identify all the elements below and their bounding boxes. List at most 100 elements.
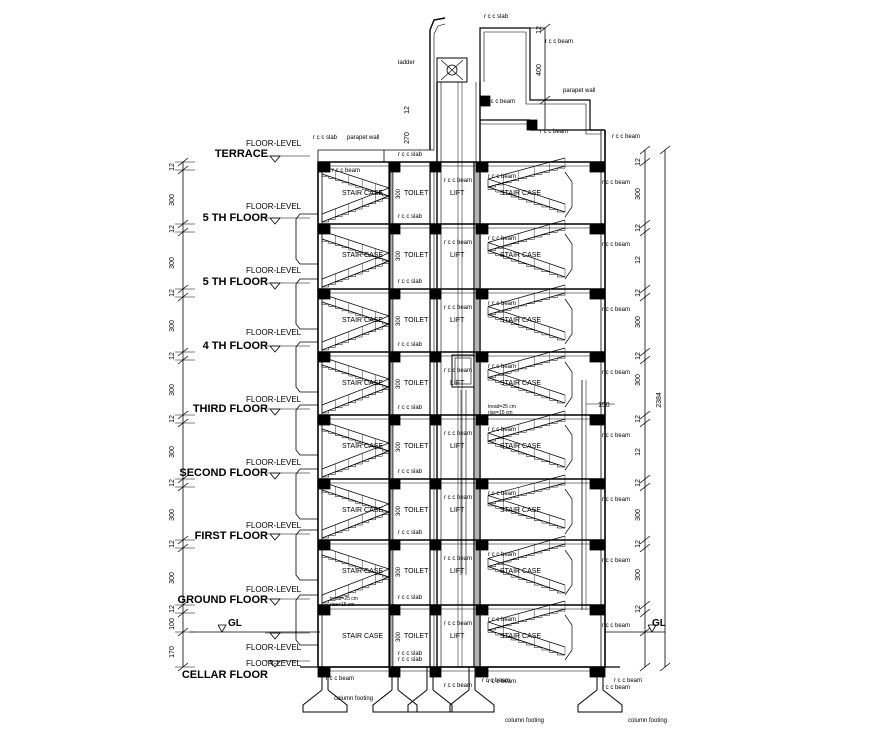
dimension-tick [639, 410, 651, 420]
left-stair-handrail [321, 165, 390, 189]
lift-car-inner [454, 357, 472, 385]
rcc-beam-label: r c c beam [482, 678, 510, 684]
ladder-label: ladder [398, 60, 415, 66]
right-stair-steps [487, 314, 565, 341]
right-stair-steps [487, 503, 565, 529]
rcc-beam-label: r c c beam [488, 427, 516, 433]
rcc-slab-label: r c c slab [398, 469, 423, 475]
dimension-tick [659, 145, 671, 155]
left-landing-rail [295, 468, 318, 520]
rcc-beam [317, 288, 331, 300]
dimension-value: 300 [635, 374, 642, 386]
room-label-lift: LIFT [450, 443, 465, 450]
rcc-beam-label: r c c beam [488, 679, 516, 685]
dimension-value: 12 [169, 479, 176, 487]
left-stair-steps [322, 577, 390, 604]
right-stair-steps [487, 630, 565, 656]
rcc-beam [475, 161, 489, 173]
left-landing-rail [295, 341, 318, 393]
rcc-beam [475, 414, 489, 426]
dimension-tick [639, 600, 651, 610]
right-stair-handrail [487, 178, 566, 205]
right-landing-rail [564, 549, 573, 596]
rcc-slab-label: r c c slab [398, 342, 423, 348]
rcc-beam [317, 604, 331, 616]
rcc-beam [317, 351, 331, 363]
rcc-slab-label: r c c slab [398, 530, 423, 536]
left-stair-handrail [321, 420, 390, 444]
rcc-beam [475, 666, 489, 678]
left-landing-rail [295, 213, 318, 265]
lift-pulley [446, 64, 458, 76]
dimension-tick [639, 535, 651, 545]
dimension-tick [639, 145, 651, 155]
dimension-value: 300 [635, 188, 642, 200]
rise-label: rise=15 cm [330, 602, 355, 608]
left-landing-rail [295, 404, 318, 456]
dimension-value: 400 [536, 64, 543, 76]
room-label-stair-case: STAIR CASE [500, 443, 541, 450]
right-landing-rail [564, 361, 573, 408]
dimension-value: 12 [635, 224, 642, 232]
room-label-lift: LIFT [450, 252, 465, 259]
rcc-beam [388, 288, 401, 300]
rcc-beam [589, 223, 606, 235]
right-stair-handrail [487, 410, 566, 434]
gl-label-right: GL [652, 618, 666, 629]
rcc-beam-label: r c c beam [602, 307, 630, 313]
room-label-toilet: TOILET [404, 190, 429, 197]
floor-name: TERRACE [215, 148, 268, 160]
room-height-dim: 300 [396, 631, 402, 642]
column-footing-label: column footing [334, 696, 373, 702]
dimension-tick [539, 95, 551, 105]
rcc-slab-label: r c c slab [398, 214, 423, 220]
right-landing-rail [564, 614, 573, 661]
right-stair-handrail [487, 284, 566, 307]
rcc-beam-label: r c c beam [488, 491, 516, 497]
dimension-value: 170 [169, 646, 176, 658]
ladder-rail-inner [433, 23, 446, 150]
rcc-slab-label: r c c slab [398, 279, 423, 285]
column-footing-1 [372, 689, 418, 713]
rcc-beam-label: r c c beam [614, 678, 642, 684]
left-stair-handrail [321, 378, 390, 406]
dimension-value: 300 [169, 509, 176, 521]
rcc-beam [388, 223, 401, 235]
dimension-tick [639, 219, 651, 229]
dimension-value: 12 [169, 605, 176, 613]
room-label-toilet: TOILET [404, 633, 429, 640]
left-stair-handrail [321, 315, 390, 343]
level-marker-triangle [269, 632, 281, 640]
dimension-tick [639, 227, 651, 237]
dimension-value: 12 [169, 225, 176, 233]
column-footing-label: column footing [628, 718, 667, 724]
rcc-beam [475, 223, 489, 235]
rcc-beam-label: r c c beam [444, 305, 472, 311]
dimension-tick [539, 23, 551, 33]
left-stair-handrail [321, 230, 390, 254]
rcc-beam [475, 288, 489, 300]
right-upper-wall-inner [483, 31, 601, 135]
room-label-stair-case: STAIR CASE [500, 317, 541, 324]
rcc-beam-label: r c c beam [602, 497, 630, 503]
right-stair-handrail [487, 621, 566, 648]
rcc-beam [388, 604, 401, 616]
dimension-value: 300 [169, 446, 176, 458]
dimension-value: 12 [169, 352, 176, 360]
level-marker-triangle [269, 155, 281, 163]
level-marker-triangle [269, 282, 281, 290]
ladder-rail [429, 17, 446, 150]
rcc-beam [475, 478, 489, 490]
dimension-value: 12 [169, 540, 176, 548]
rcc-beam-label: r c c beam [602, 623, 630, 629]
floor-level-label: FLOOR-LEVEL [246, 659, 302, 668]
room-label-lift: LIFT [450, 190, 465, 197]
rcc-beam-label: r c c beam [545, 39, 573, 45]
rcc-slab-label: r c c slab [313, 135, 338, 141]
right-landing-rail [564, 171, 573, 218]
right-landing-rail [564, 488, 573, 535]
dimension-value: 12 [635, 352, 642, 360]
rcc-beam-label: r c c beam [602, 558, 630, 564]
